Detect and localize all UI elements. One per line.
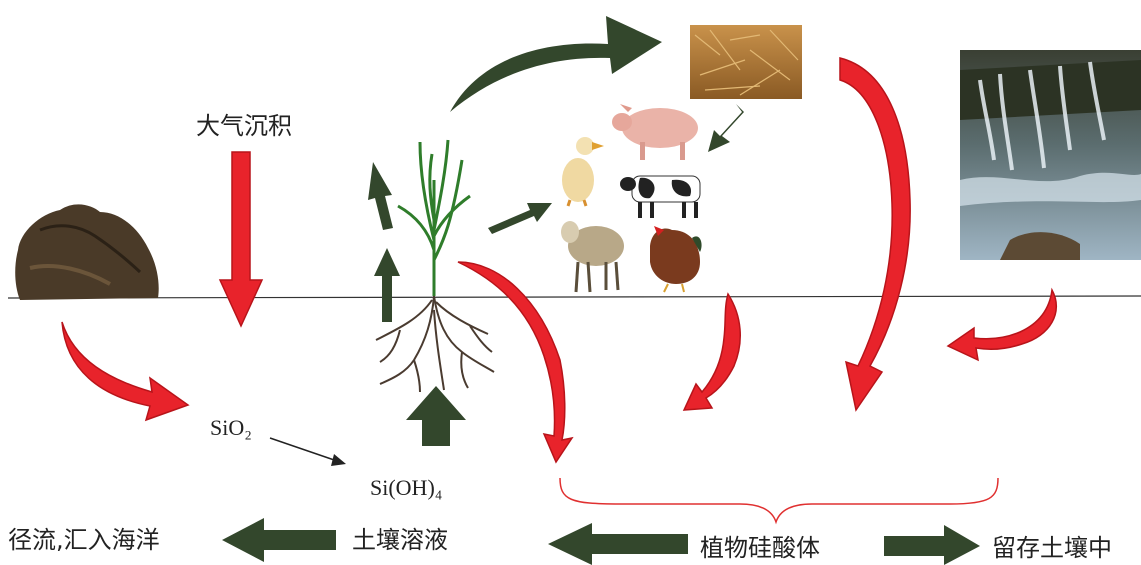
sio2-label: SiO₂ (210, 415, 252, 440)
uptake-arrow (406, 386, 466, 446)
cow-icon (620, 176, 700, 218)
manure-arrow (684, 294, 740, 410)
water-input-arrow (948, 290, 1056, 360)
pig-icon (612, 104, 698, 160)
phytolith-label: 植物硅酸体 (700, 534, 820, 562)
phytolith-to-retained-arrow (884, 525, 980, 565)
weathering-arrow (62, 322, 188, 420)
plant-to-straw-arrow (450, 16, 662, 112)
plant-to-animals-arrow (488, 203, 552, 234)
rock-icon (15, 204, 158, 300)
duck-icon (562, 137, 604, 206)
soil-solution-label: 土壤溶液 (352, 526, 448, 554)
transport-arrow-2 (368, 162, 393, 230)
phytolith-brace (560, 478, 998, 522)
rooster-icon (650, 226, 702, 292)
soil-to-runoff-arrow (222, 518, 336, 562)
waterfall-icon (960, 50, 1141, 260)
sheep-icon (561, 221, 624, 292)
runoff-label: 径流,汇入海洋 (8, 526, 160, 554)
ground-line (8, 296, 1141, 298)
sioh4-label: Si(OH)₄ (370, 475, 442, 500)
straw-return-arrow (840, 58, 910, 410)
retained-in-soil-label: 留存土壤中 (992, 534, 1112, 562)
straw-bale-icon (690, 25, 802, 99)
sio2-to-sioh4-arrow (270, 438, 340, 462)
atmospheric-deposition-label: 大气沉积 (196, 112, 292, 140)
deposition-down-arrow (220, 152, 262, 326)
transport-arrow-1 (374, 248, 400, 322)
phytolith-to-soil-solution-arrow (548, 523, 688, 565)
straw-to-animals-arrow (708, 104, 744, 152)
